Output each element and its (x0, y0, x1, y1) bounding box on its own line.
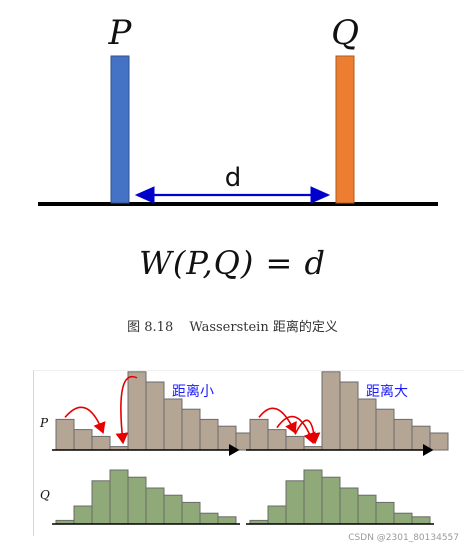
q-bar-small-7 (181, 501, 201, 525)
q-bar-large-5 (339, 487, 359, 525)
q-bar-large-2 (285, 480, 305, 525)
label-q: Q (331, 13, 359, 53)
q-bar-small-2 (91, 480, 111, 525)
q-bar-large-4 (321, 476, 341, 525)
q-bar-small-4 (127, 476, 147, 525)
label-p: P (108, 13, 133, 53)
p-bar-large-4 (321, 371, 341, 451)
p-bar-large-10 (429, 432, 449, 451)
figure-caption: 图 8.18 Wasserstein 距离的定义 (0, 316, 465, 335)
p-bar-large-2 (285, 435, 305, 451)
p-bar-small-0 (55, 418, 75, 451)
p-bar-small-1 (73, 429, 93, 451)
figure-number: 图 8.18 (127, 320, 174, 335)
histogram-frame (33, 370, 464, 536)
p-bar-small-7 (181, 408, 201, 451)
q-bar-large-6 (357, 494, 377, 525)
label-distance-small: 距离小 (172, 383, 214, 400)
p-bar-large-9 (411, 425, 431, 451)
p-bar-small-5 (145, 381, 165, 451)
bar-q (335, 55, 355, 204)
q-bar-small-5 (145, 487, 165, 525)
label-d: d (225, 163, 242, 193)
q-bar-large-7 (375, 501, 395, 525)
q-bar-large-9 (411, 516, 431, 525)
q-bar-small-1 (73, 505, 93, 525)
p-bar-large-7 (375, 408, 395, 451)
q-bar-small-3 (109, 469, 129, 525)
wasserstein-diagram: P Q d (38, 13, 438, 206)
transport-arrow-small-0 (64, 406, 106, 434)
q-bar-large-8 (393, 512, 413, 525)
p-bar-small-2 (91, 435, 111, 451)
q-bar-large-3 (303, 469, 323, 525)
p-bar-large-8 (393, 418, 413, 451)
watermark: CSDN @2301_80134557 (348, 533, 459, 543)
p-bar-large-6 (357, 398, 377, 451)
transport-arrow-large-2 (294, 419, 321, 445)
p-bar-small-4 (127, 371, 147, 451)
p-bar-small-8 (199, 418, 219, 451)
p-bar-large-5 (339, 381, 359, 451)
q-bar-small-8 (199, 512, 219, 525)
p-bar-large-1 (267, 429, 287, 451)
p-bar-small-9 (217, 425, 237, 451)
row-label-q: Q (40, 488, 50, 502)
label-distance-large: 距离大 (366, 383, 408, 400)
formula: W(P,Q) = d (139, 244, 326, 282)
q-bar-small-9 (217, 516, 237, 525)
row-label-p: P (39, 416, 49, 430)
transport-arrow-large-0 (258, 407, 297, 434)
q-bar-small-6 (163, 494, 183, 525)
p-bar-large-0 (249, 418, 269, 451)
p-bar-small-6 (163, 398, 183, 451)
transport-arrow-small-1 (115, 375, 138, 445)
figure-title: Wasserstein 距离的定义 (189, 320, 338, 335)
q-bar-large-1 (267, 505, 287, 525)
bar-p (110, 55, 130, 204)
